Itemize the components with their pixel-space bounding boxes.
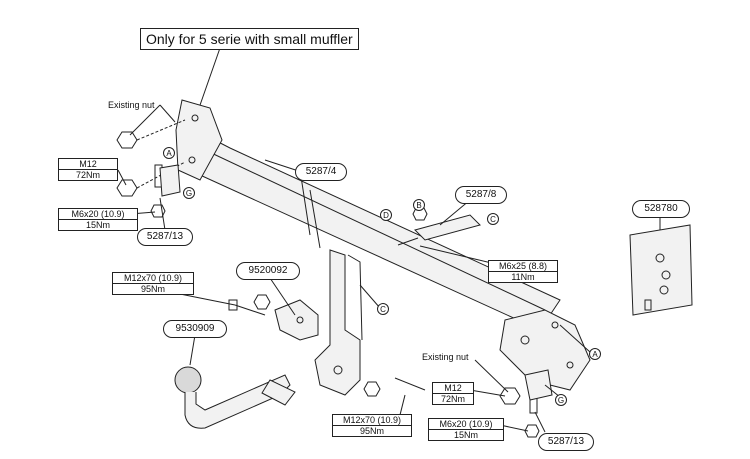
- kit-nut-3: [659, 285, 669, 295]
- bracket-5287-8: [414, 214, 481, 241]
- right-existing-nut: [499, 387, 521, 405]
- leader-5287-8: [439, 199, 471, 226]
- title-box: Only for 5 serie with small muffler: [140, 28, 359, 50]
- right-m6-nut: [524, 424, 540, 438]
- hanger-edge: [347, 254, 363, 341]
- m6x25-bolt: [397, 237, 419, 246]
- left-small-bracket: [159, 164, 181, 197]
- bolt-size: M12x70 (10.9): [342, 415, 402, 425]
- leader-9530909: [189, 334, 196, 366]
- towball-ball: [174, 366, 202, 394]
- bolt-size: M12: [79, 159, 97, 169]
- torque-box-m6x25: M6x25 (8.8) 11Nm: [488, 260, 558, 283]
- part-label-9520092: 9520092: [236, 262, 300, 280]
- leader-m12-left: [117, 169, 127, 186]
- towball-mount: [261, 379, 296, 406]
- callout-d: D: [380, 209, 392, 221]
- crossbar-edge: [204, 149, 546, 311]
- leader-9520092: [269, 277, 296, 316]
- callout-a-left: A: [163, 147, 175, 159]
- left-m6-nut: [150, 204, 166, 218]
- left-existing-nut-bottom: [116, 179, 138, 197]
- torque-box-m6x20-left: M6x20 (10.9) 15Nm: [58, 208, 138, 231]
- part-label-5287-4: 5287/4: [295, 163, 347, 181]
- leader-c-mid: [359, 284, 381, 309]
- callout-g-right: G: [555, 394, 567, 406]
- upper-bolt-head: [228, 299, 238, 311]
- callout-g-left: G: [183, 187, 195, 199]
- right-end-plate: [499, 309, 591, 391]
- left-existing-nut-top: [116, 131, 138, 149]
- torque-box-m12-left: M12 72Nm: [58, 158, 118, 181]
- leader-m12-right: [469, 389, 506, 397]
- right-plate-hole-a: [520, 335, 530, 345]
- kit-bolt: [644, 299, 652, 311]
- torque-box-m12x70-lower: M12x70 (10.9) 95Nm: [332, 414, 412, 437]
- torque-value: 11Nm: [489, 271, 557, 282]
- part-label-5287-13-right: 5287/13: [538, 433, 594, 451]
- torque-value: 72Nm: [59, 169, 117, 180]
- existing-nut-label-right: Existing nut: [422, 352, 469, 362]
- leader-5287-13-left: [159, 197, 166, 231]
- callout-c-mid: C: [377, 303, 389, 315]
- bolt-size: M12x70 (10.9): [123, 273, 183, 283]
- leader-existing-nut-2: [159, 104, 176, 123]
- torque-box-m12x70-upper: M12x70 (10.9) 95Nm: [112, 272, 194, 295]
- part-label-9530909: 9530909: [163, 320, 227, 338]
- upper-m12x70-bolt: [234, 304, 266, 316]
- clamp-hole: [296, 316, 304, 324]
- kit-package: [629, 224, 693, 316]
- existing-nut-label-left: Existing nut: [108, 100, 155, 110]
- leader-existing-nut-right: [474, 359, 509, 393]
- part-label-5287-8: 5287/8: [455, 186, 507, 204]
- torque-box-m12-right: M12 72Nm: [432, 382, 474, 405]
- right-small-bracket: [524, 369, 553, 401]
- torque-value: 95Nm: [113, 283, 193, 294]
- lower-nut: [363, 381, 381, 397]
- kit-nut-2: [661, 270, 671, 280]
- lower-m12x70-bolt: [394, 377, 426, 391]
- left-plate-hole-top: [191, 114, 199, 122]
- bolt-size: M6x20 (10.9): [71, 209, 125, 219]
- callout-a-right: A: [589, 348, 601, 360]
- torque-value: 15Nm: [59, 219, 137, 230]
- left-plate-hole-bottom: [188, 156, 196, 164]
- torque-box-m6x20-right: M6x20 (10.9) 15Nm: [428, 418, 504, 441]
- part-label-528780: 528780: [632, 200, 690, 218]
- hanger-hole: [333, 365, 343, 375]
- torque-value: 72Nm: [433, 393, 473, 404]
- kit-nut-1: [655, 253, 665, 263]
- leader-m6x25: [419, 245, 501, 266]
- torque-value: 15Nm: [429, 429, 503, 440]
- leader-a-right: [559, 324, 591, 353]
- hanger-bracket: [314, 249, 361, 396]
- torque-value: 95Nm: [333, 425, 411, 436]
- left-end-plate: [175, 99, 223, 181]
- clamp-nut: [253, 294, 271, 310]
- leader-5287-13-right: [534, 411, 546, 433]
- leader-existing-nut-1: [129, 104, 161, 136]
- right-plate-hole-b: [551, 321, 559, 329]
- callout-b: B: [413, 199, 425, 211]
- bolt-size: M6x25 (8.8): [498, 261, 548, 271]
- crossbar-body: [194, 129, 561, 331]
- bolt-size: M12: [444, 383, 462, 393]
- part-label-5287-13-left: 5287/13: [137, 228, 193, 246]
- leader-m6-right: [499, 424, 529, 432]
- leader-m12x70-lower: [399, 394, 406, 416]
- callout-c-upper: C: [487, 213, 499, 225]
- left-nut-guide-top: [136, 119, 186, 141]
- right-plate-hole-c: [566, 361, 574, 369]
- bolt-size: M6x20 (10.9): [439, 419, 493, 429]
